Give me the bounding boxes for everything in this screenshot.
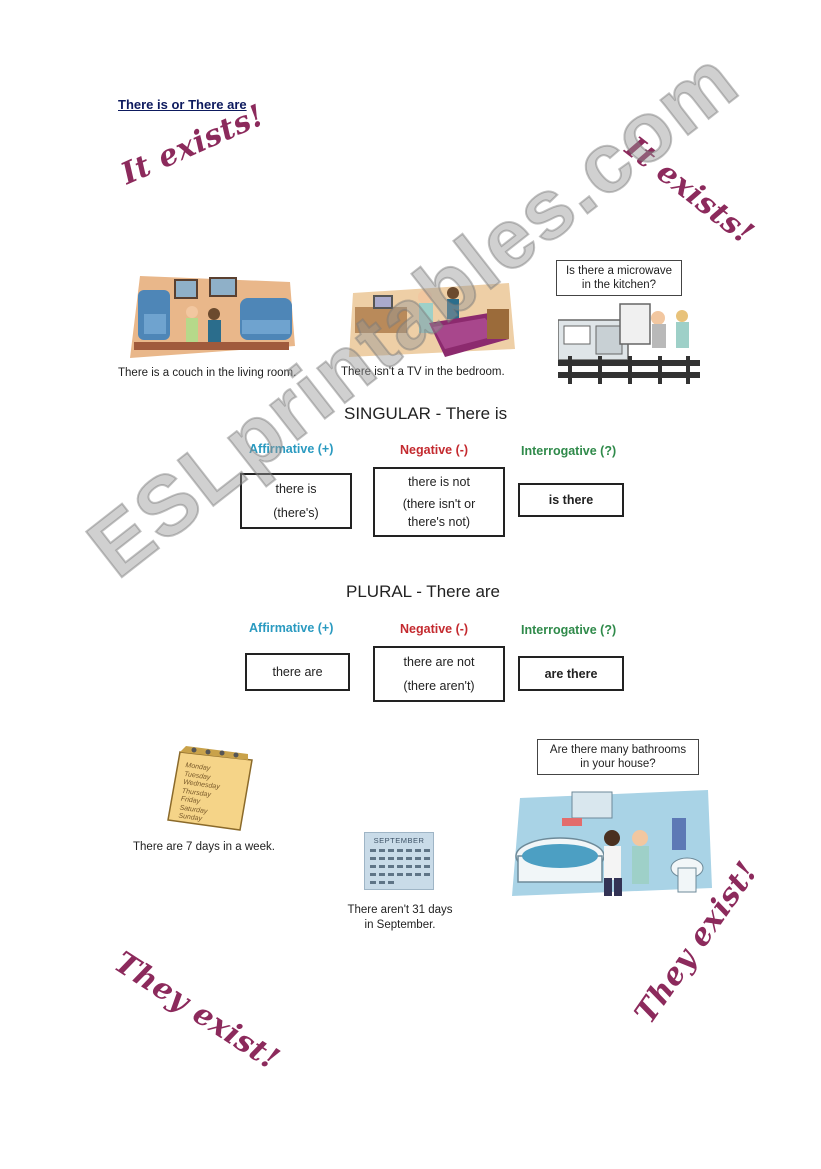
singular-negative-box: there is not (there isn't or there's not… <box>373 467 505 537</box>
weekly-calendar-illustration: Monday Tuesday Wednesday Thursday Friday… <box>166 744 256 832</box>
singular-interrogative-label: Interrogative (?) <box>521 444 617 458</box>
bathroom-bubble-line-1: Are there many bathrooms <box>549 744 687 756</box>
bedroom-illustration <box>349 283 515 361</box>
stamp-it-exists-right: It exists! <box>618 130 761 252</box>
bathroom-speech-bubble: Are there many bathrooms in your house? <box>537 739 699 775</box>
singular-affirmative-box: there is (there's) <box>240 473 352 529</box>
plural-affirmative-box: there are <box>245 653 350 691</box>
living-room-caption: There is a couch in the living room. <box>118 367 297 379</box>
plural-negative-text: there are not <box>403 655 475 669</box>
singular-negative-contraction-2: there's not) <box>407 515 471 529</box>
singular-affirmative-label: Affirmative (+) <box>249 442 334 456</box>
singular-affirmative-contraction: (there's) <box>273 506 319 520</box>
singular-affirmative-text: there is <box>275 482 317 496</box>
kitchen-speech-bubble: Is there a microwave in the kitchen? <box>556 260 682 296</box>
plural-negative-contraction: (there aren't) <box>403 679 475 693</box>
singular-heading: SINGULAR - There is <box>344 404 508 423</box>
page-title: There is or There are <box>118 97 247 112</box>
kitchen-illustration <box>558 294 700 386</box>
bathroom-illustration <box>512 778 712 900</box>
singular-negative-label: Negative (-) <box>400 443 469 457</box>
living-room-illustration <box>130 276 295 364</box>
plural-negative-label: Negative (-) <box>400 622 469 636</box>
singular-negative-text: there is not <box>408 475 470 489</box>
september-calendar-illustration: SEPTEMBER <box>364 832 434 890</box>
stamp-they-exist-left: They exist! <box>107 945 286 1078</box>
week-caption: There are 7 days in a week. <box>133 841 275 853</box>
stamp-it-exists-left: It exists! <box>116 97 270 192</box>
plural-interrogative-label: Interrogative (?) <box>521 623 617 637</box>
singular-interrogative-box: is there <box>518 483 624 517</box>
kitchen-bubble-line-2: in the kitchen? <box>581 279 657 291</box>
bathroom-bubble-line-2: in your house? <box>580 758 656 770</box>
kitchen-bubble-line-1: Is there a microwave <box>565 265 673 277</box>
plural-negative-box: there are not (there aren't) <box>373 646 505 702</box>
plural-affirmative-label: Affirmative (+) <box>249 621 334 635</box>
plural-interrogative-text: are there <box>544 666 598 681</box>
plural-heading: PLURAL - There are <box>346 582 501 601</box>
plural-interrogative-box: are there <box>518 656 624 691</box>
singular-interrogative-text: is there <box>548 493 594 507</box>
singular-negative-contraction-1: (there isn't or <box>402 497 476 511</box>
plural-affirmative-text: there are <box>272 665 323 679</box>
september-caption: There aren't 31 days in September. <box>342 903 458 933</box>
september-caption-line-2: in September. <box>364 919 436 931</box>
bedroom-caption: There isn't a TV in the bedroom. <box>341 366 505 378</box>
september-caption-line-1: There aren't 31 days <box>347 904 453 916</box>
september-month-label: SEPTEMBER <box>373 836 425 845</box>
